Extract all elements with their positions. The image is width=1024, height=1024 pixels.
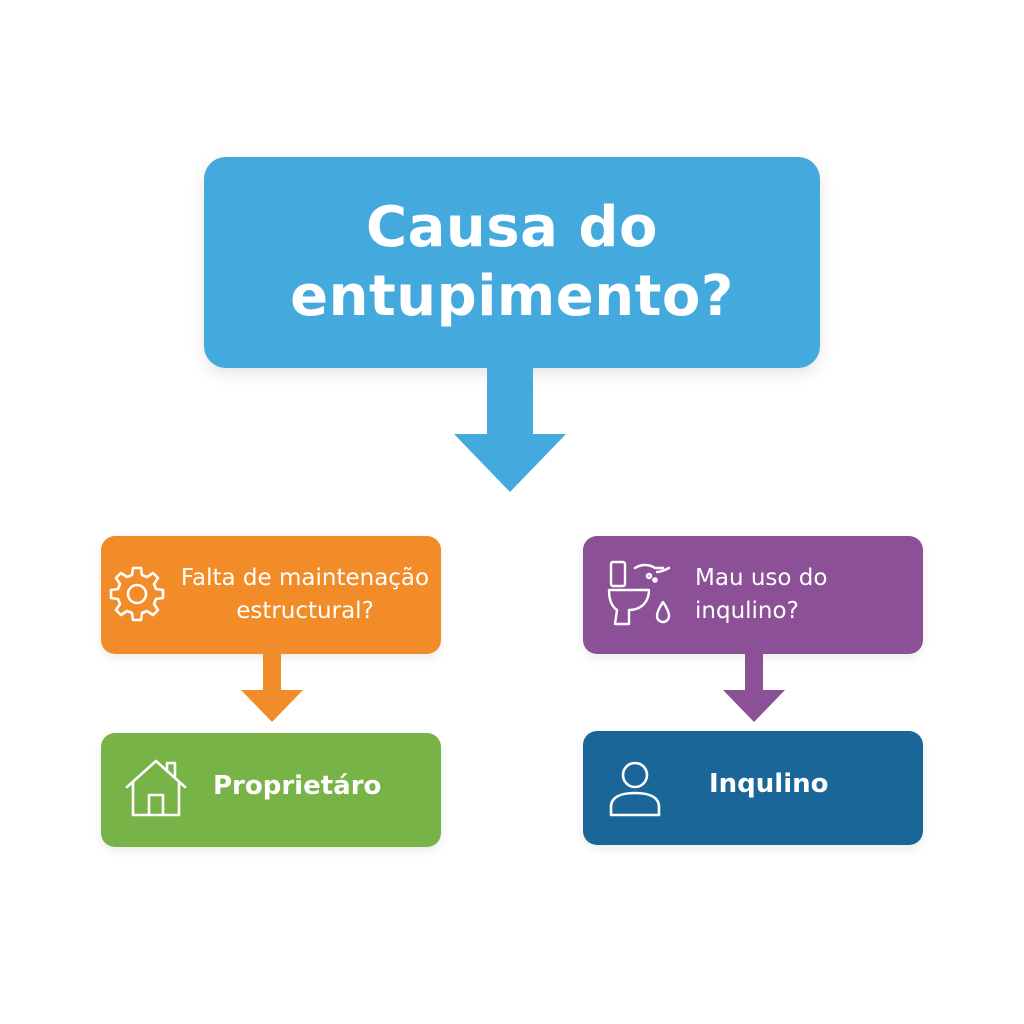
misuse-question-node: Mau uso do inqulino?: [583, 536, 923, 654]
tenant-result-node: Inqulino: [583, 731, 923, 845]
misuse-down-arrow: [723, 654, 785, 722]
owner-result-node: Proprietáro: [101, 733, 441, 847]
root-question-text: Causa do entupimento?: [290, 194, 734, 331]
maintenance-question-line-2: estructural?: [236, 598, 374, 625]
gear-icon: [109, 566, 165, 622]
maintenance-question-line-1: Falta de maintenação: [180, 565, 430, 591]
maintenance-question-text: Falta de maintenação estructural?: [167, 562, 443, 629]
owner-result-label: Proprietáro: [213, 771, 382, 801]
misuse-question-text: Mau uso do inqulino?: [695, 562, 875, 629]
user-icon: [609, 761, 661, 817]
house-icon: [125, 759, 187, 817]
root-down-arrow: [454, 368, 566, 492]
misuse-question-line-2: inqulino?: [695, 598, 799, 625]
misuse-question-line-1: Mau uso do: [695, 565, 828, 591]
tenant-result-label: Inqulino: [709, 769, 829, 799]
root-question-node: Causa do entupimento?: [204, 157, 820, 368]
toilet-icon: [607, 560, 671, 626]
maintenance-question-node: Falta de maintenação estructural?: [101, 536, 441, 654]
maintenance-down-arrow: [241, 654, 303, 722]
root-question-line-1: Causa do: [366, 195, 658, 261]
root-question-line-2: entupimento?: [290, 263, 734, 329]
